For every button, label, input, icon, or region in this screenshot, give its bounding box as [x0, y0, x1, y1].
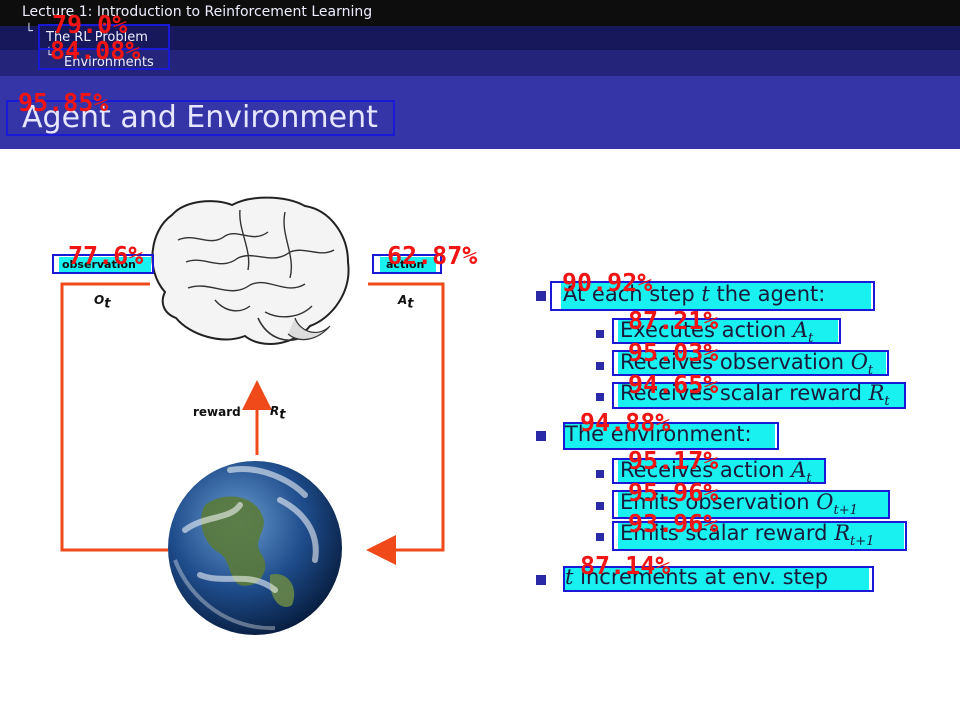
bullet-marker — [536, 575, 546, 585]
title-bar — [0, 76, 960, 149]
bullet-marker — [596, 362, 604, 370]
observation-label: observation — [62, 258, 136, 271]
detection-box — [6, 100, 395, 136]
confidence-label: 90.92% — [562, 268, 653, 297]
bullet-marker — [536, 291, 546, 301]
confidence-label: 87.14% — [580, 551, 671, 580]
confidence-label: 95.17% — [628, 446, 719, 475]
list-item: Receives scalar reward Rt — [620, 381, 890, 410]
detection-box — [612, 521, 907, 551]
confidence-label: 95.85% — [18, 88, 109, 117]
confidence-label: 95.03% — [628, 338, 719, 367]
list-item: At each step t the agent: — [563, 282, 826, 306]
earth-icon — [168, 461, 342, 635]
detection-box — [612, 458, 826, 484]
detection-box — [550, 281, 875, 311]
confidence-label: 62.87% — [387, 241, 478, 270]
list-item: Emits scalar reward Rt+1 — [620, 521, 875, 550]
highlight — [563, 567, 869, 591]
detection-box — [52, 254, 154, 274]
header-bar-lecture — [0, 0, 960, 26]
detection-box — [563, 566, 874, 592]
slide-title: Agent and Environment — [22, 100, 378, 135]
breadcrumb-arrow: └ — [45, 48, 53, 63]
bullet-marker — [596, 502, 604, 510]
confidence-label: 84.08% — [50, 36, 141, 65]
highlight — [563, 423, 775, 449]
highlight — [59, 257, 151, 273]
bullet-marker — [596, 330, 604, 338]
action-arrow — [366, 282, 445, 565]
highlight — [618, 492, 888, 518]
confidence-label: 79.0% — [52, 10, 128, 39]
action-symbol: At — [398, 293, 414, 312]
brain-icon — [151, 196, 350, 345]
bullet-marker — [536, 431, 546, 441]
reward-label: reward — [193, 405, 241, 419]
list-item: The environment: — [565, 422, 752, 446]
list-item: Emits observation Ot+1 — [620, 490, 858, 519]
detection-box — [372, 254, 442, 274]
breadcrumb-lecture: Lecture 1: Introduction to Reinforcement… — [22, 4, 373, 20]
highlight — [618, 383, 904, 409]
breadcrumb-arrow: └ — [25, 24, 33, 39]
detection-box — [38, 48, 170, 70]
reward-symbol: Rt — [270, 404, 286, 423]
highlight — [618, 352, 886, 376]
highlight — [618, 320, 838, 344]
bullet-marker — [596, 470, 604, 478]
list-item: Receives observation Ot — [620, 350, 874, 379]
highlight — [618, 460, 824, 484]
breadcrumb-section: The RL Problem — [46, 30, 148, 45]
highlight — [618, 523, 904, 549]
observation-symbol: Ot — [94, 293, 111, 312]
header-bar-subsection — [0, 50, 960, 76]
detection-box — [612, 382, 906, 409]
highlight — [380, 257, 436, 273]
bullet-marker — [596, 533, 604, 541]
confidence-label: 87.21% — [628, 306, 719, 335]
highlight — [561, 283, 871, 309]
confidence-label: 94.88% — [580, 408, 671, 437]
list-item: Receives action At — [620, 458, 812, 487]
list-item: Executes action At — [620, 318, 814, 347]
breadcrumb-subsection: Environments — [64, 55, 154, 70]
observation-arrow — [60, 282, 168, 552]
confidence-label: 94.65% — [628, 370, 719, 399]
detection-box — [612, 350, 889, 376]
confidence-label: 95.96% — [628, 478, 719, 507]
detection-box — [563, 422, 779, 450]
header-bar-section — [0, 26, 960, 50]
action-label: action — [386, 258, 425, 271]
bullet-marker — [596, 393, 604, 401]
list-item: t increments at env. step — [565, 565, 829, 589]
detection-box — [612, 318, 841, 344]
confidence-label: 77.6% — [68, 241, 144, 270]
confidence-label: 93.96% — [628, 509, 719, 538]
detection-box — [612, 490, 890, 519]
